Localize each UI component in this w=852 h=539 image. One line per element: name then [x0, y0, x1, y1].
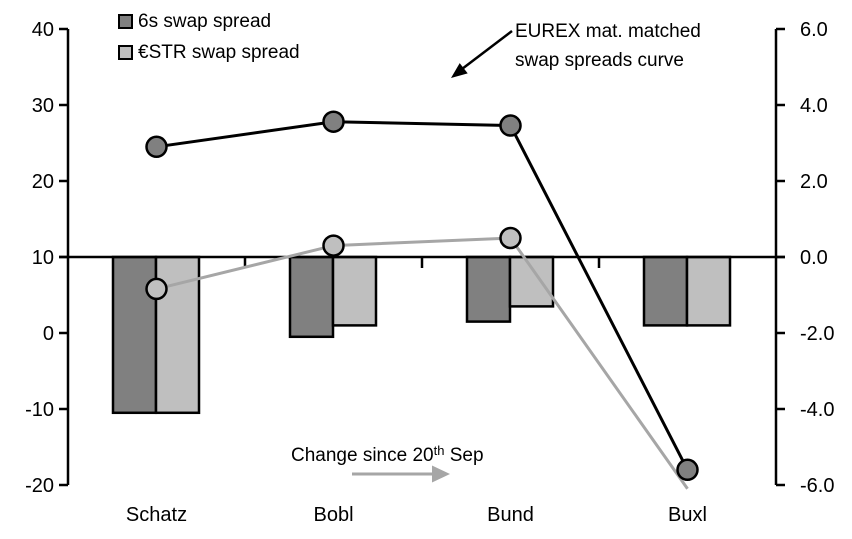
right-axis-tick-label: -6.0: [800, 475, 834, 497]
marker-6s-buxl: [676, 458, 699, 482]
left-axis-tick-label: 40: [32, 19, 54, 41]
left-axis-tick-label: 10: [32, 247, 54, 269]
change-note-prefix: Change since 20: [291, 445, 434, 466]
left-axis-tick-label: -20: [25, 475, 54, 497]
bar-estr-buxl: [685, 255, 732, 327]
curve-pointer-arrowhead-icon: [451, 63, 468, 78]
right-axis-tick-label: 0.0: [800, 247, 828, 269]
bar-6s-bobl: [288, 255, 335, 339]
curve-annotation: EUREX mat. matched swap spreads curve: [515, 17, 701, 75]
right-axis-tick-label: 2.0: [800, 171, 828, 193]
change-note: Change since 20th Sep: [291, 443, 484, 467]
category-label-bobl: Bobl: [313, 504, 353, 526]
marker-estr-schatz: [145, 277, 168, 301]
left-axis-tick-label: 0: [43, 323, 54, 345]
legend-item-estr: €STR swap spread: [118, 42, 300, 63]
legend-label-6s: 6s swap spread: [138, 11, 272, 32]
curve-6s: [156, 120, 689, 471]
legend-item-6s: 6s swap spread: [118, 11, 300, 32]
6s-swatch-icon: [118, 14, 133, 29]
left-axis-tick-label: 30: [32, 95, 54, 117]
left-axis-tick-label: 20: [32, 171, 54, 193]
estr-swatch-icon: [118, 45, 133, 60]
legend-label-estr: €STR swap spread: [138, 42, 300, 63]
bar-6s-buxl: [642, 255, 689, 327]
bar-estr-bobl: [331, 255, 378, 327]
bar-6s-bund: [465, 255, 512, 323]
marker-6s-bund: [499, 114, 522, 137]
curve-annotation-line1: EUREX mat. matched: [515, 21, 701, 42]
marker-6s-bobl: [322, 110, 345, 133]
curve-pointer-arrow-shaft: [461, 30, 513, 70]
bar-estr-bund: [508, 255, 555, 308]
category-label-bund: Bund: [487, 504, 534, 526]
change-note-suffix: Sep: [444, 445, 484, 466]
category-label-buxl: Buxl: [668, 504, 707, 526]
marker-6s-schatz: [145, 135, 168, 159]
right-axis-tick-label: 4.0: [800, 95, 828, 117]
right-axis-tick-label: -2.0: [800, 323, 834, 345]
curve-annotation-line2: swap spreads curve: [515, 50, 684, 71]
change-arrowhead-icon: [432, 465, 450, 483]
right-axis-tick-label: -4.0: [800, 399, 834, 421]
left-axis-tick-label: -10: [25, 399, 54, 421]
marker-estr-bund: [499, 226, 522, 250]
curve-estr: [156, 236, 689, 490]
right-axis-tick-label: 6.0: [800, 19, 828, 41]
category-label-schatz: Schatz: [126, 504, 187, 526]
change-note-superscript: th: [433, 443, 445, 458]
chart-legend: 6s swap spread €STR swap spread: [118, 11, 300, 75]
marker-estr-bobl: [322, 234, 345, 257]
